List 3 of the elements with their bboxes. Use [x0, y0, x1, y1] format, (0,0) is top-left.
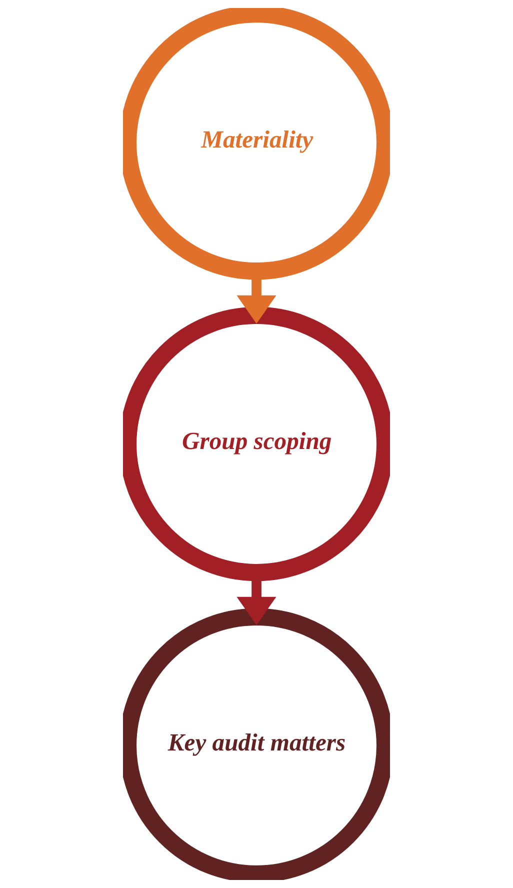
node-circle: Key audit matters: [123, 608, 390, 880]
node-circle: Materiality: [123, 8, 390, 280]
node-circle: Group scoping: [123, 306, 390, 582]
